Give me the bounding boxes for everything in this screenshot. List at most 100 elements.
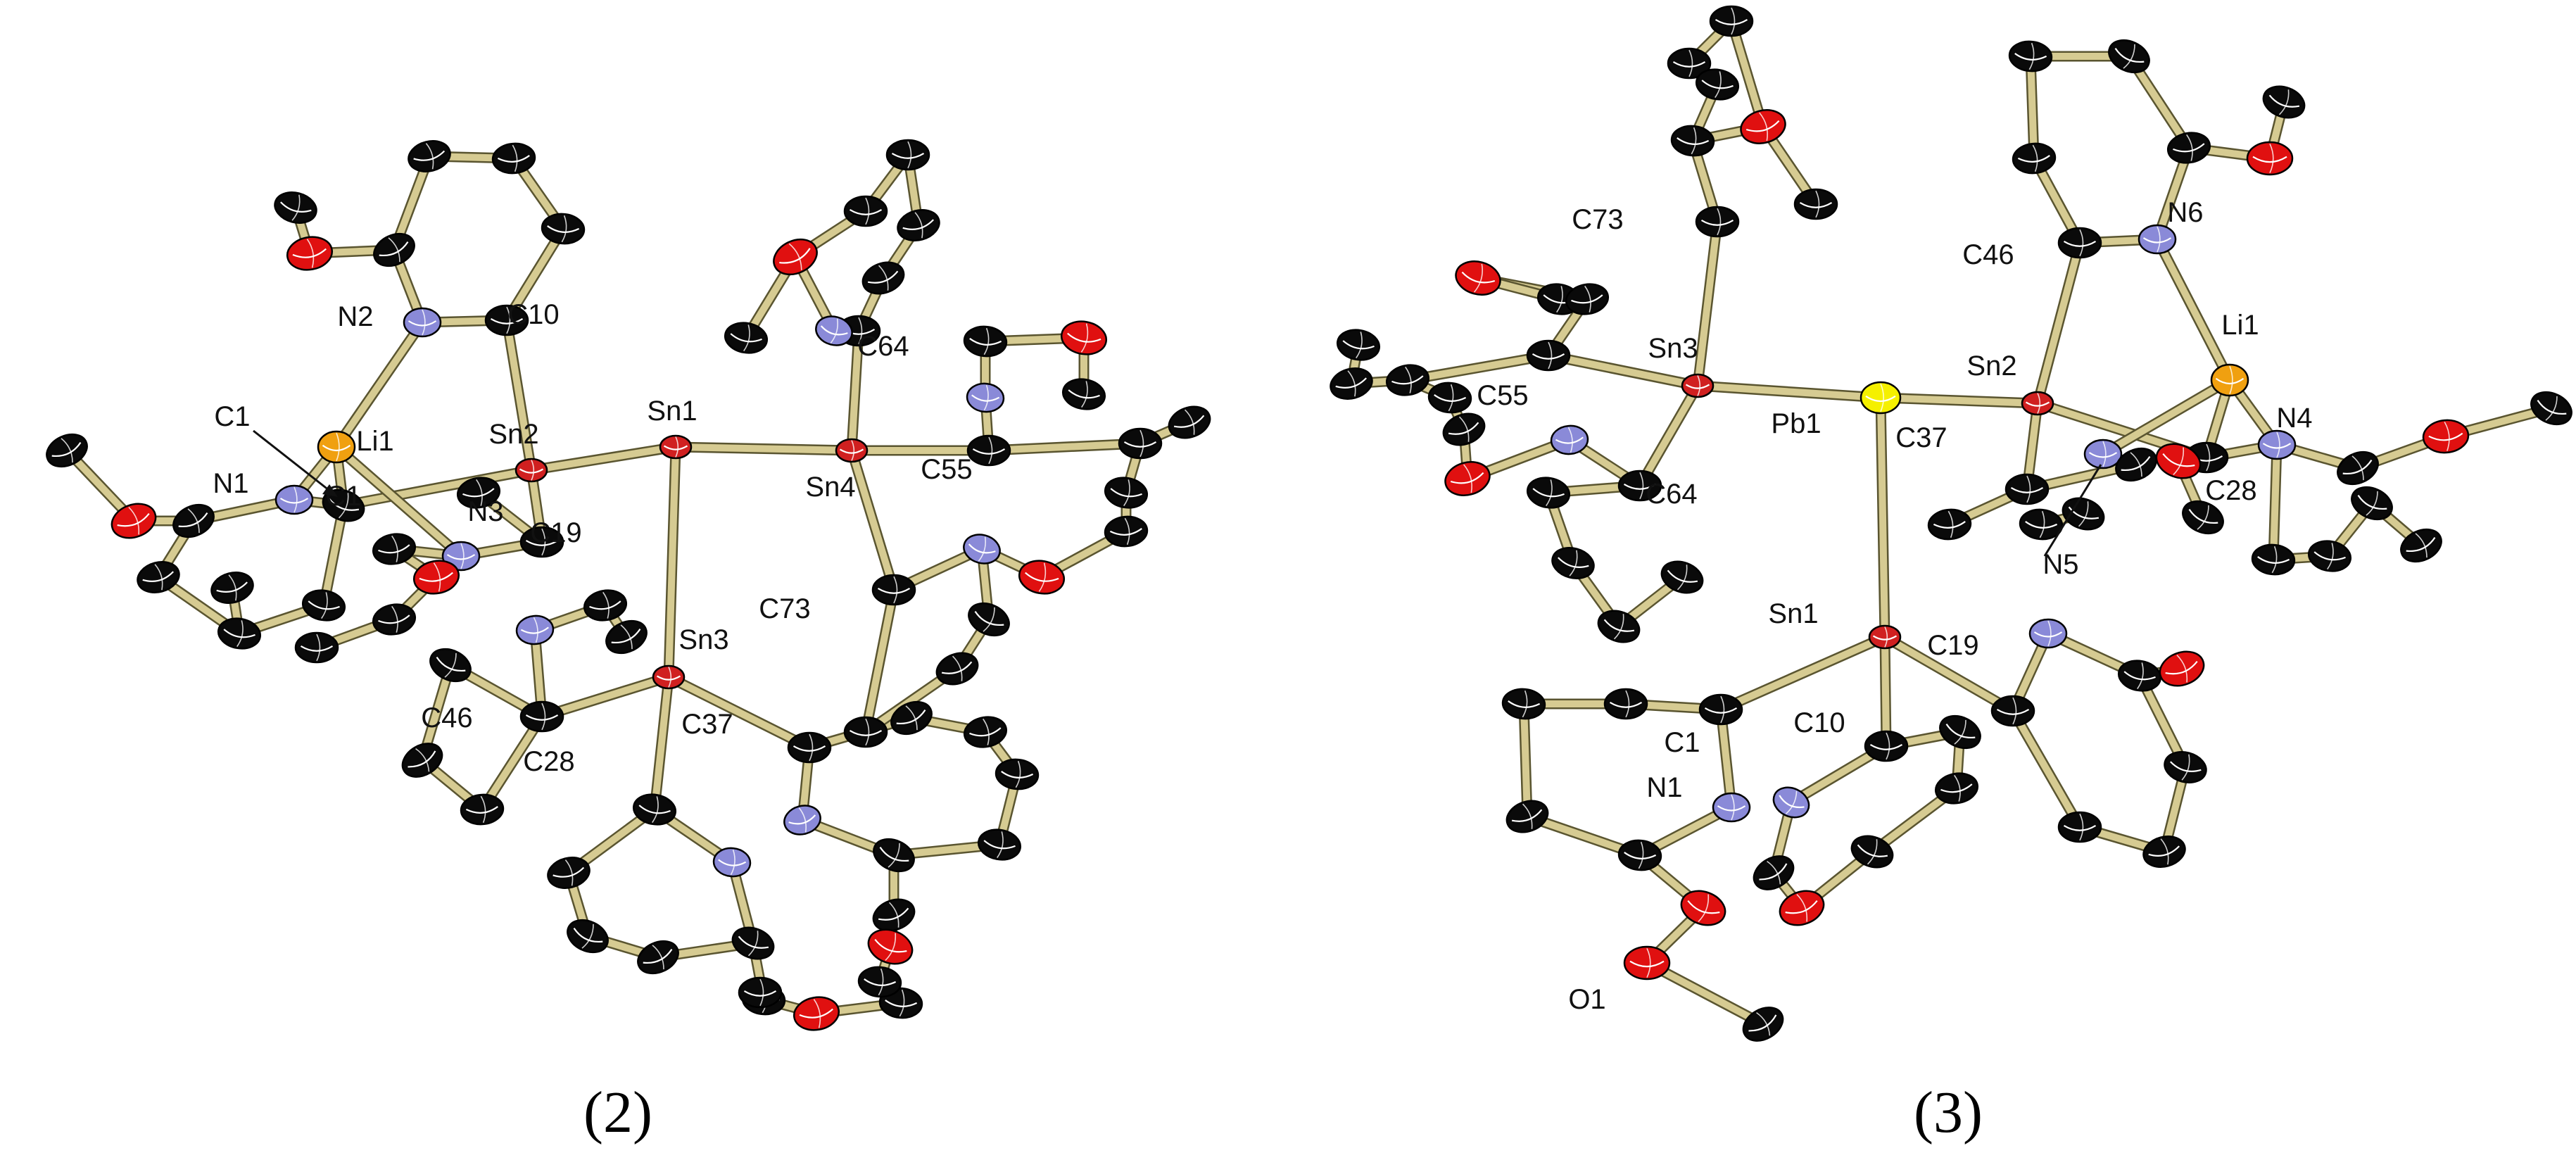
atom-axis-s3-h4 (1947, 510, 1954, 538)
atom-s3-b8 (1442, 412, 1486, 446)
bond-s3-Sn3-C55 (1545, 352, 1701, 389)
atom-ellipse-s3-f3 (2159, 650, 2205, 687)
atom-axis-s2-b3 (228, 574, 237, 601)
atom-axis-s2-b5 (321, 592, 328, 619)
atom-octant-s2-N2 (408, 320, 437, 327)
atom-ellipse-s2-g5 (885, 139, 930, 171)
atom-ellipse-s2-g3 (724, 322, 769, 354)
atom-s2-C28 (632, 793, 677, 826)
atom-ellipse-s3-c1 (1550, 424, 1589, 455)
bond-s3-Li1-N6 (2154, 236, 2233, 384)
atom-axis-s2-e3 (652, 945, 664, 970)
atom-octant-s2-h6 (1173, 415, 1205, 428)
atom-ellipse-s3-g1 (2012, 142, 2057, 175)
atom-axis-s3-c2 (1546, 479, 1553, 507)
atom-ellipse-s2-g2 (773, 238, 818, 276)
atom-s2-c4 (294, 631, 339, 664)
atom-octant-s2-e7 (799, 1008, 833, 1019)
atom-axis-s2-a4 (561, 215, 567, 243)
atom-ellipse-s2-c2 (412, 560, 460, 595)
atom-s3-c2 (1526, 477, 1571, 509)
atom-ellipse-s3-a6 (1695, 68, 1740, 101)
atom-s2-b5 (301, 589, 346, 622)
atom-axis-s3-e6 (1954, 719, 1966, 745)
atom-octant-s3-Pb1 (1865, 395, 1896, 403)
atom-ellipse-s2-h5 (1118, 427, 1163, 460)
atom-octant-s3-Sn3 (1685, 384, 1710, 389)
atom-axis-s3-a5 (1815, 190, 1820, 218)
atom-s2-d3 (605, 619, 648, 655)
atom-s2-d2 (583, 589, 628, 622)
atom-octant-s3-O1 (1629, 960, 1665, 968)
atom-s3-Li1 (2210, 363, 2249, 397)
atom-ellipse-s3-C46 (2057, 227, 2102, 259)
atom-ellipse-s3-f4 (2164, 751, 2207, 783)
atom-s3-g6 (2262, 85, 2306, 119)
atom-axis-s3-a2 (1688, 49, 1693, 77)
atom-label-s3-c10: C10 (1793, 707, 1845, 738)
atom-octant-s3-b8 (1448, 422, 1479, 435)
atom-ellipse-s2-c3 (372, 603, 417, 636)
atom-label-s2-c1: C1 (325, 481, 361, 512)
atom-octant-s3-e4 (1857, 844, 1888, 857)
caption-structure-3: (3) (1914, 1080, 1983, 1145)
atom-s3-N6 (2138, 224, 2177, 255)
atom-axis-s2-f7 (1015, 760, 1021, 788)
atom-octant-s2-b4 (223, 629, 255, 638)
atom-ellipse-s3-b8 (1442, 412, 1486, 446)
atom-axis-s3-c5 (1677, 565, 1688, 591)
atom-s3-e3 (1779, 890, 1825, 926)
atom-octant-s2-h5 (1123, 441, 1157, 448)
atom-s3-C1 (1698, 693, 1743, 726)
atom-ellipse-s2-i3 (935, 652, 979, 686)
atom-label-s2-sn1: Sn1 (647, 396, 697, 427)
atom-ellipse-s2-Sn3 (652, 664, 686, 690)
atom-s3-g1 (2012, 142, 2057, 175)
atom-axis-s2-Sn1 (675, 436, 679, 458)
atom-octant-s2-e4 (718, 859, 747, 866)
atom-s2-d6 (460, 793, 505, 826)
atom-axis-s2-m1 (291, 194, 301, 221)
atom-octant-s3-e6 (1945, 723, 1976, 739)
atom-s3-d2 (1501, 688, 1546, 720)
atom-octant-s2-h3 (1067, 332, 1101, 343)
atom-ellipse-s3-e4 (1850, 835, 1894, 869)
atom-axis-s2-f3 (888, 902, 899, 928)
atom-ellipse-s2-g7 (861, 261, 905, 295)
atom-ellipse-s3-g6 (2262, 85, 2306, 119)
atom-s3-i8 (2530, 391, 2572, 426)
atom-s3-f4 (2164, 751, 2207, 783)
atom-ellipse-s3-d4 (1617, 839, 1662, 871)
atom-octant-s2-d5 (408, 750, 436, 768)
atom-octant-s2-a3 (497, 155, 530, 163)
atom-axis-s2-i1 (978, 536, 986, 562)
atom-octant-s3-d4 (1624, 852, 1657, 859)
atom-s2-Sn2 (514, 458, 548, 483)
atom-ellipse-s2-f6 (977, 828, 1022, 861)
atom-s2-g6 (897, 209, 940, 241)
atom-s2-C37 (787, 731, 832, 764)
atom-ellipse-s2-C19 (519, 526, 564, 558)
atom-octant-s3-f4 (2170, 761, 2202, 772)
atom-layer (46, 5, 2572, 1042)
atom-ellipse-s2-a4 (541, 213, 586, 245)
atom-octant-s3-h4 (1933, 521, 1966, 529)
atom-octant-s3-d6 (1748, 1014, 1777, 1032)
atom-axis-s3-a6 (1715, 71, 1722, 99)
atom-axis-s2-C73 (893, 576, 898, 604)
atom-ellipse-s3-i4 (2307, 540, 2352, 572)
atom-ellipse-s3-Sn3 (1681, 373, 1715, 398)
atom-octant-s3-C19 (1996, 708, 2030, 715)
bond-s3-f6-C19 (2009, 707, 2083, 831)
atom-octant-s3-b3 (1571, 294, 1603, 304)
atom-ellipse-s2-h8 (1104, 515, 1149, 548)
atom-axis-s3-i6 (2351, 455, 2364, 481)
atom-octant-s3-g5 (2252, 156, 2287, 163)
atom-axis-s2-e5 (747, 931, 759, 957)
atom-axis-s2-N1 (293, 486, 298, 513)
atom-octant-s2-e3 (643, 948, 673, 964)
atom-s3-c5 (1660, 560, 1704, 594)
leader-arrow-c1: C1 (214, 401, 338, 497)
atom-octant-s2-i4 (849, 729, 883, 736)
atom-axis-s2-C1 (338, 493, 349, 519)
